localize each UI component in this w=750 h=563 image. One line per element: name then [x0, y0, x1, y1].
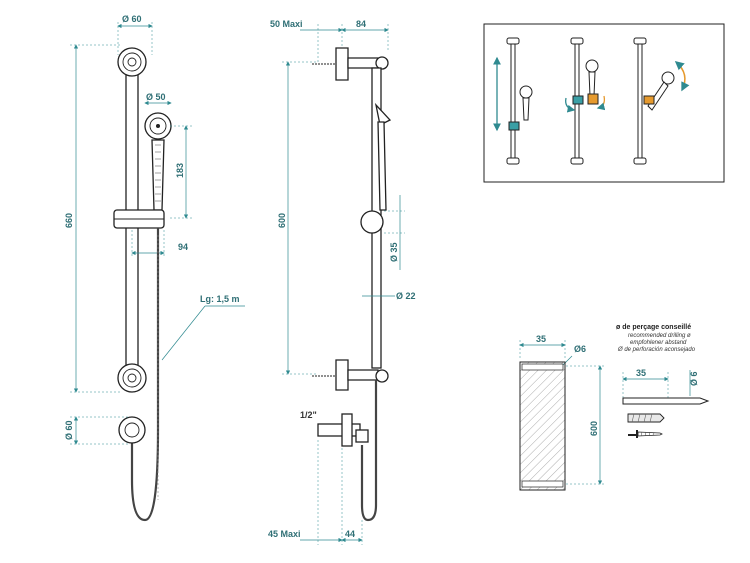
bottom-wall-bracket [117, 363, 147, 393]
slider-knob-side [360, 210, 384, 234]
plug-diameter-label: Ø 6 [689, 371, 699, 386]
top-wall-bracket [117, 47, 147, 77]
bracket-spacing-label: 600 [277, 213, 287, 228]
hose-side [360, 380, 378, 522]
top-bracket-side [335, 47, 349, 81]
max-wall-top-label: 50 Maxi [270, 19, 303, 29]
shower-hose [130, 228, 160, 522]
front-view: Ø 60 660 Ø 50 183 [64, 14, 245, 522]
bar-depth-label: 84 [356, 19, 366, 29]
bar-height-label: 660 [64, 213, 74, 228]
hose-length-label: Lg: 1,5 m [200, 294, 240, 304]
wall-plate [519, 361, 566, 491]
bar-diameter-label: Ø 22 [396, 291, 416, 301]
pictogram-rotate-holder [565, 37, 606, 165]
bottom-bracket-side [335, 359, 349, 391]
drilling-subtitle-en: recommended drilling ø [628, 333, 691, 339]
front-bracket-diameter-label: Ø 60 [122, 14, 142, 24]
wall-outlet [118, 416, 146, 444]
drill-bit [622, 397, 710, 405]
drilling-subtitle-de: empfohlener abstand [630, 340, 687, 346]
outlet-side [317, 423, 361, 437]
drilling-subtitle-es: Ø de perforación aconsejado [617, 347, 696, 353]
head-spacing-label: 183 [175, 163, 185, 178]
hole-diameter-label: Ø6 [574, 344, 586, 354]
adjustment-pictograms [483, 23, 725, 183]
outlet-depth-label: 44 [345, 529, 355, 539]
pictogram-slide-height [493, 37, 533, 165]
hand-shower-handle [151, 139, 165, 211]
drilling-detail: ø de perçage conseillé recommended drill… [519, 324, 710, 491]
plug-length-label: 35 [636, 368, 646, 378]
max-wall-bottom-label: 45 Maxi [268, 529, 301, 539]
wall-plug [627, 413, 665, 423]
side-view: 50 Maxi 84 Ø 35 Ø 22 600 [268, 19, 416, 545]
head-diameter-label: Ø 50 [146, 92, 166, 102]
slider-offset-label: 94 [178, 242, 188, 252]
plate-height-label: 600 [589, 421, 599, 436]
thread-size-label: 1/2" [300, 410, 317, 420]
screw [637, 431, 663, 437]
pictogram-tilt-head [633, 37, 690, 165]
outlet-diameter-label: Ø 60 [64, 420, 74, 440]
drilling-title: ø de perçage conseillé [616, 324, 691, 331]
knob-diameter-label: Ø 35 [389, 242, 399, 262]
head-side [374, 102, 392, 126]
plate-width-label: 35 [536, 334, 546, 344]
